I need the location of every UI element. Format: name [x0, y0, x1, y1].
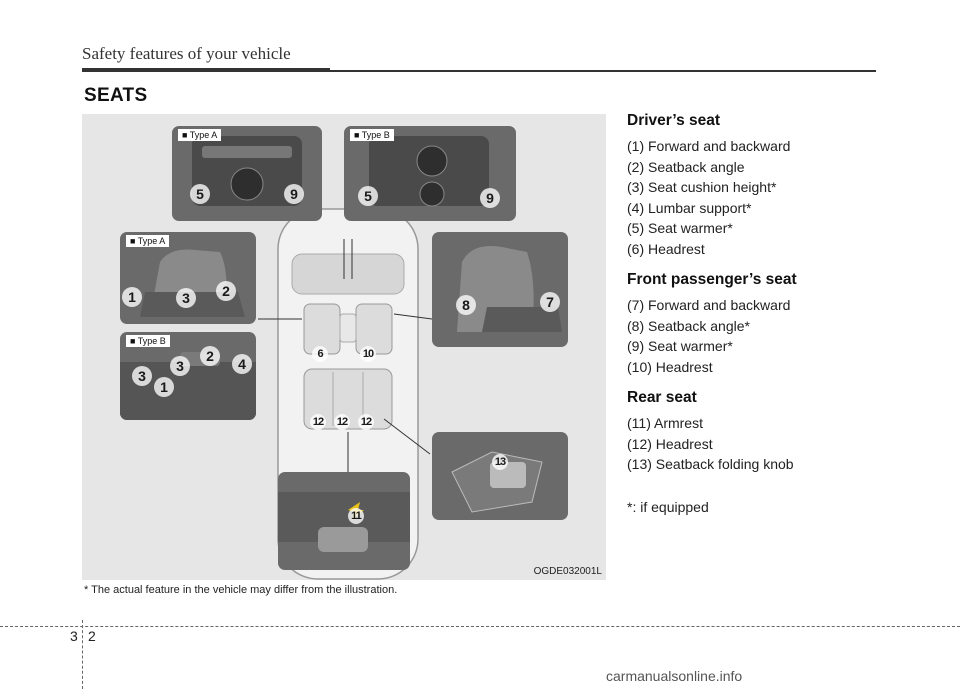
callout-11: 11 — [348, 508, 364, 524]
inset-driver-seat-type-b: ■ Type B 3 3 2 4 1 — [120, 332, 256, 420]
callout-8: 8 — [456, 295, 476, 315]
list-item: (13) Seatback folding knob — [627, 456, 794, 472]
callout-3-a: 3 — [176, 288, 196, 308]
callout-4-b: 4 — [232, 354, 252, 374]
list-item: (10) Headrest — [627, 358, 713, 375]
inset-console-type-b: ■ Type B 5 9 — [344, 126, 516, 221]
inset-rear-knob: 13 — [432, 432, 568, 520]
type-a-label-console: ■ Type A — [178, 129, 222, 141]
header-rule-thin — [330, 70, 876, 72]
callout-12-left: 12 — [310, 414, 326, 430]
rear-seat-heading: Rear seat — [627, 389, 697, 406]
drivers-seat-heading: Driver’s seat — [627, 112, 721, 129]
list-item: (4) Lumbar support* — [627, 199, 752, 216]
callout-7: 7 — [540, 292, 560, 312]
callout-2-b: 2 — [200, 346, 220, 366]
inset-rear-armrest: 11 — [278, 472, 410, 570]
list-item: (9) Seat warmer* — [627, 338, 733, 354]
seat-legend: Driver’s seat (1) Forward and backward (… — [627, 112, 927, 517]
callout-13: 13 — [492, 454, 508, 470]
figure-footnote: * The actual feature in the vehicle may … — [84, 584, 398, 596]
footer-divider — [0, 626, 960, 627]
rear-seat-bench — [303, 368, 393, 430]
passenger-seat-group: Front passenger’s seat (7) Forward and b… — [627, 271, 927, 377]
callout-5-a: 5 — [190, 184, 210, 204]
list-item: (1) Forward and backward — [627, 138, 791, 154]
section-title: SEATS — [84, 85, 148, 106]
type-b-label-console: ■ Type B — [350, 129, 394, 141]
list-item: (3) Seat cushion height* — [627, 179, 777, 195]
callout-3-b1: 3 — [132, 366, 152, 386]
callout-3-b2: 3 — [170, 356, 190, 376]
callout-6: 6 — [312, 346, 328, 362]
rear-seat-group: Rear seat (11) Armrest (12) Headrest (13… — [627, 389, 927, 475]
list-item: (7) Forward and backward — [627, 297, 791, 313]
inset-passenger-seat: 8 7 — [432, 232, 568, 347]
callout-10: 10 — [360, 346, 376, 362]
drivers-seat-group: Driver’s seat (1) Forward and backward (… — [627, 112, 927, 259]
header-rule-thick — [82, 68, 330, 72]
watermark: carmanualsonline.info — [606, 668, 743, 684]
inset-driver-seat-type-a: ■ Type A 1 3 2 — [120, 232, 256, 324]
callout-12-right: 12 — [358, 414, 374, 430]
list-item: (5) Seat warmer* — [627, 220, 733, 236]
front-right-seat — [355, 303, 393, 355]
equipped-note: *: if equipped — [627, 498, 709, 515]
figure-code: OGDE032001L — [533, 566, 602, 577]
type-a-label-seat: ■ Type A — [126, 235, 170, 247]
footer-vertical-rule — [82, 620, 83, 689]
type-b-label-seat: ■ Type B — [126, 335, 170, 347]
callout-1-a: 1 — [122, 287, 142, 307]
callout-9-b: 9 — [480, 188, 500, 208]
car-dashboard — [291, 253, 405, 295]
page-number: 2 — [88, 628, 96, 644]
list-item: (12) Headrest — [627, 435, 713, 452]
center-console — [339, 313, 357, 343]
seats-illustration: ■ Type A 5 9 ■ Type B 5 9 ■ Type A 1 3 2… — [82, 114, 606, 580]
callout-9-a: 9 — [284, 184, 304, 204]
passenger-seat-heading: Front passenger’s seat — [627, 271, 797, 288]
running-header: Safety features of your vehicle — [82, 44, 291, 63]
list-item: (8) Seatback angle* — [627, 317, 750, 334]
list-item: (11) Armrest — [627, 415, 703, 431]
section-number: 3 — [70, 628, 78, 644]
list-item: (2) Seatback angle — [627, 158, 745, 175]
callout-1-b: 1 — [154, 377, 174, 397]
callout-5-b: 5 — [358, 186, 378, 206]
callout-2-a: 2 — [216, 281, 236, 301]
inset-console-type-a: ■ Type A 5 9 — [172, 126, 322, 221]
callout-12-center: 12 — [334, 414, 350, 430]
list-item: (6) Headrest — [627, 240, 705, 257]
